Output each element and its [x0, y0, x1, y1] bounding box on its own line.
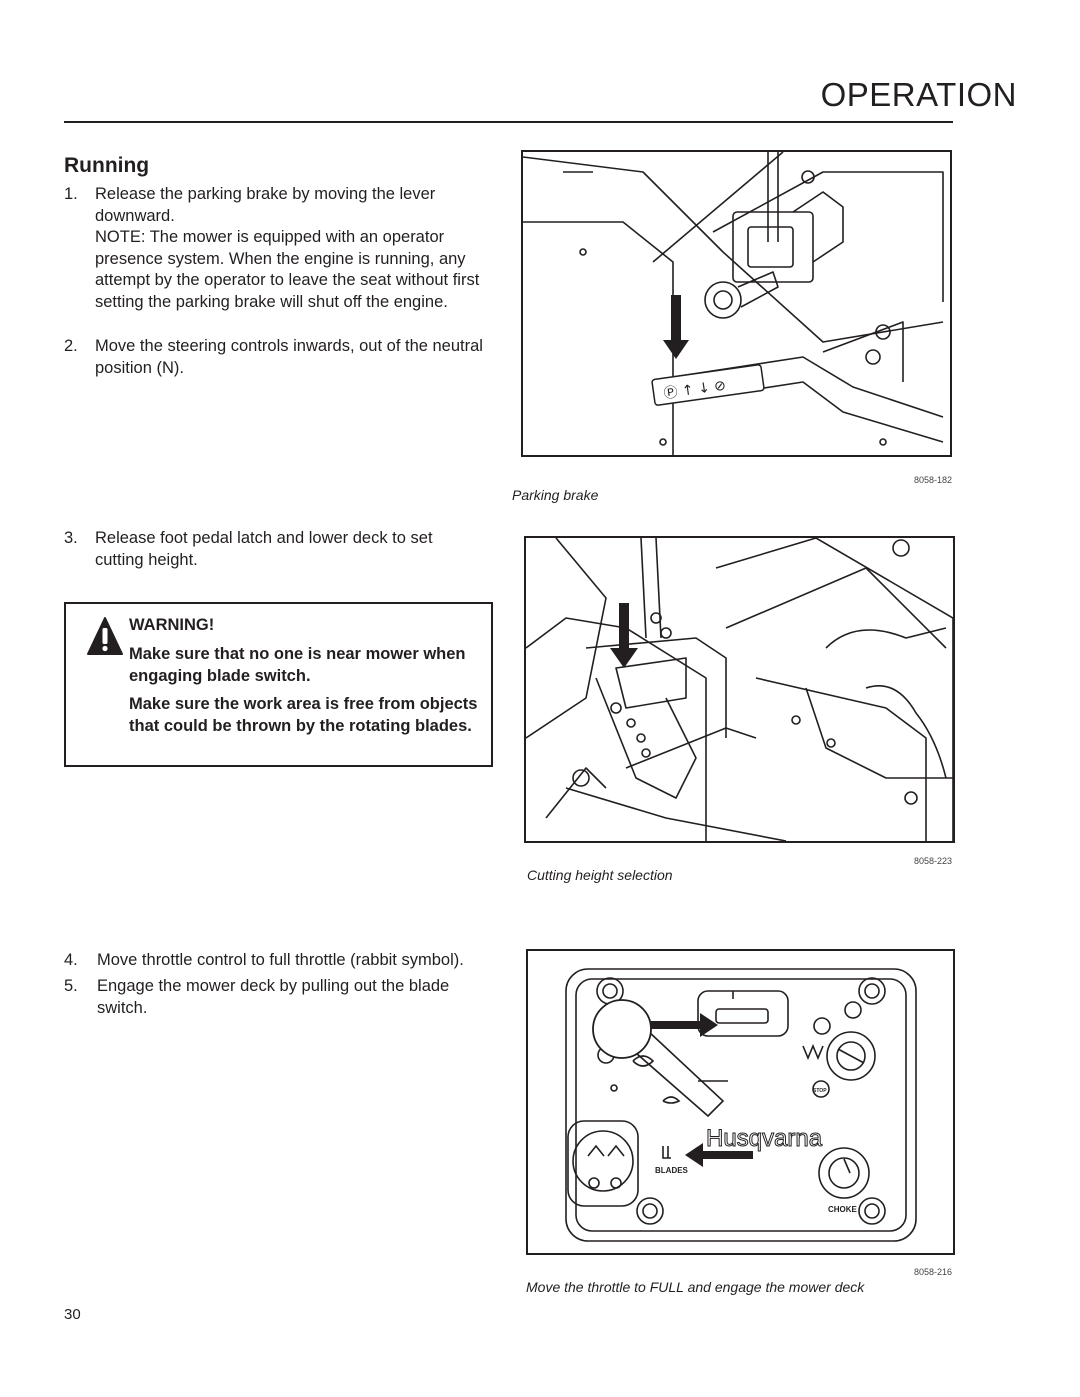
- step-number: 4.: [64, 951, 78, 969]
- panel-brand-label: Husqvarna: [706, 1125, 823, 1152]
- step-5: 5. Engage the mower deck by pulling out …: [64, 976, 504, 1019]
- warning-text-1: Make sure that no one is near mower when…: [129, 645, 466, 685]
- figure-code: 8058-223: [913, 856, 952, 866]
- parking-brake-illustration: Ⓟ ↑ ↓ ⊘: [523, 152, 944, 455]
- page-number: 30: [64, 1306, 81, 1323]
- section-title: Running: [64, 154, 150, 177]
- step-text: Release the parking brake by moving the …: [95, 185, 436, 225]
- panel-blades-label: BLADES: [655, 1166, 689, 1175]
- step-2: 2. Move the steering controls inwards, o…: [64, 336, 484, 379]
- warning-triangle-icon: [87, 617, 123, 655]
- step-number: 2.: [64, 337, 78, 355]
- step-4: 4. Move throttle control to full throttl…: [64, 950, 504, 972]
- figure-code: 8058-216: [913, 1267, 952, 1277]
- step-note: NOTE: The mower is equipped with an oper…: [95, 228, 480, 311]
- figure-code: 8058-182: [913, 475, 952, 485]
- figure-parking-brake: Ⓟ ↑ ↓ ⊘: [521, 150, 952, 457]
- panel-stop-label: STOP: [813, 1088, 827, 1094]
- cutting-height-illustration: [526, 538, 953, 841]
- panel-choke-label: CHOKE: [828, 1205, 858, 1214]
- control-panel-illustration: Husqvarna BLADES CHOKE STOP: [565, 968, 917, 1242]
- step-number: 3.: [64, 529, 78, 547]
- step-1: 1. Release the parking brake by moving t…: [64, 184, 484, 313]
- step-text: Move throttle control to full throttle (…: [97, 951, 464, 969]
- warning-box: WARNING! Make sure that no one is near m…: [64, 602, 493, 767]
- page-header-title: OPERATION: [820, 76, 1017, 113]
- step-text: Release foot pedal latch and lower deck …: [95, 529, 433, 569]
- figure-cutting-height: [524, 536, 955, 843]
- step-number: 5.: [64, 977, 78, 995]
- figure-caption: Parking brake: [512, 487, 599, 503]
- header-rule: [64, 121, 953, 123]
- warning-title: WARNING!: [129, 616, 215, 634]
- step-text: Move the steering controls inwards, out …: [95, 337, 483, 377]
- figure-control-panel: Husqvarna BLADES CHOKE STOP: [526, 949, 955, 1255]
- step-number: 1.: [64, 185, 78, 203]
- step-3: 3. Release foot pedal latch and lower de…: [64, 528, 484, 571]
- step-text: Engage the mower deck by pulling out the…: [97, 977, 450, 1017]
- figure-caption: Move the throttle to FULL and engage the…: [526, 1279, 865, 1295]
- warning-text-2: Make sure the work area is free from obj…: [129, 695, 478, 735]
- figure-caption: Cutting height selection: [527, 867, 673, 883]
